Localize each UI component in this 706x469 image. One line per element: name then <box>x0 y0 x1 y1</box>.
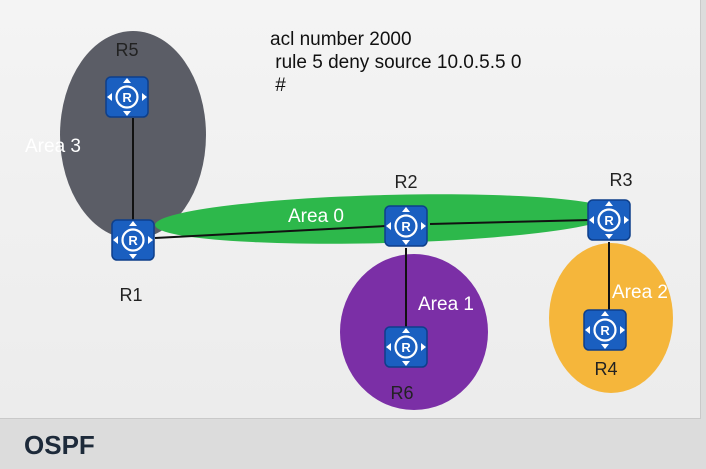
acl-line-2: rule 5 deny source 10.0.5.5 0 <box>270 52 522 73</box>
area1-label: Area 1 <box>418 294 474 315</box>
router-r3[interactable] <box>586 198 632 242</box>
router-icon <box>383 204 429 248</box>
router-r4[interactable] <box>582 308 628 352</box>
router-icon <box>383 325 429 369</box>
router-r1[interactable] <box>110 218 156 262</box>
caption-ospf: OSPF <box>24 430 95 460</box>
router-icon <box>586 198 632 242</box>
acl-line-1: acl number 2000 <box>270 29 412 50</box>
area3-label: Area 3 <box>25 136 81 157</box>
router-r2[interactable] <box>383 204 429 248</box>
r4-label: R4 <box>594 359 617 379</box>
acl-line-3: # <box>270 75 286 96</box>
link-r2-r3 <box>429 219 591 225</box>
r1-label: R1 <box>119 285 142 305</box>
router-r6[interactable] <box>383 325 429 369</box>
area0-label: Area 0 <box>288 206 344 227</box>
acl-config: acl number 2000 rule 5 deny source 10.0.… <box>270 28 521 97</box>
router-icon <box>110 218 156 262</box>
router-icon <box>104 75 150 119</box>
router-icon <box>582 308 628 352</box>
r2-label: R2 <box>394 172 417 192</box>
r5-label: R5 <box>115 40 138 60</box>
area2-label: Area 2 <box>612 282 668 303</box>
router-r5[interactable] <box>104 75 150 119</box>
link-r1-r2 <box>154 225 387 239</box>
r6-label: R6 <box>390 383 413 403</box>
r3-label: R3 <box>609 170 632 190</box>
